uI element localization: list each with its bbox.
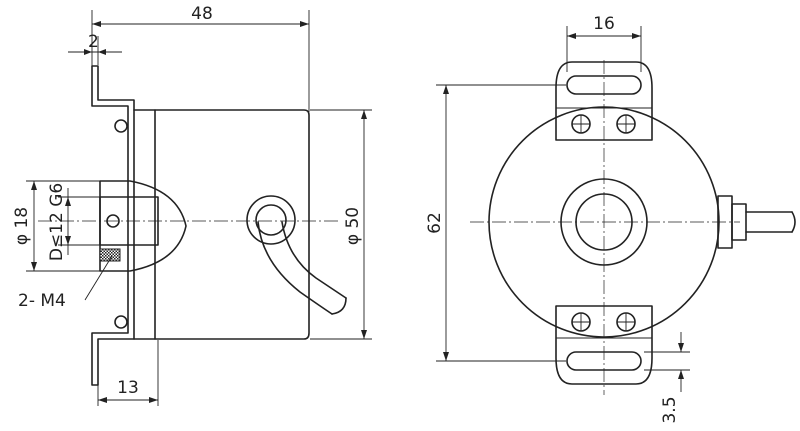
mounting-flange bbox=[91, 65, 135, 386]
front-cable bbox=[717, 195, 796, 249]
dim-offset-label: 13 bbox=[117, 378, 139, 398]
thread-callout: 2- M4 bbox=[18, 255, 113, 311]
front-view: 16 62 3.5 bbox=[425, 14, 796, 424]
dim-bore-label: D≤12 G6 bbox=[47, 183, 67, 261]
bottom-screw-right-icon bbox=[616, 312, 636, 332]
dim-length-label: 48 bbox=[191, 4, 213, 24]
dim-height-label: 62 bbox=[425, 212, 445, 234]
cable-gland bbox=[246, 195, 347, 315]
dim-height-62: 62 bbox=[425, 84, 566, 362]
dim-flange-2: 2 bbox=[68, 32, 122, 65]
dim-body-dia-label: φ 50 bbox=[343, 207, 363, 245]
top-clamp bbox=[555, 61, 653, 141]
dim-hub-dia-18: φ 18 bbox=[12, 180, 100, 272]
dim-length-48: 48 bbox=[91, 4, 310, 112]
dim-slot-width-16: 16 bbox=[566, 14, 642, 72]
bottom-screw-left-icon bbox=[571, 312, 591, 332]
dim-body-dia-50: φ 50 bbox=[310, 109, 372, 340]
dim-offset-13: 13 bbox=[97, 340, 159, 406]
thread-callout-label: 2- M4 bbox=[18, 291, 66, 311]
encoder-body bbox=[133, 109, 310, 340]
dim-bore: D≤12 G6 bbox=[47, 183, 100, 261]
flange-hole-top bbox=[114, 119, 128, 133]
hub-section bbox=[99, 180, 187, 272]
dim-hub-dia-label: φ 18 bbox=[12, 207, 32, 245]
top-screw-right-icon bbox=[616, 114, 636, 134]
dim-gap-3-5: 3.5 bbox=[644, 332, 690, 424]
bottom-clamp bbox=[555, 305, 653, 385]
dim-slot-width-label: 16 bbox=[593, 14, 615, 34]
dim-gap-label: 3.5 bbox=[660, 396, 680, 423]
dim-flange-label: 2 bbox=[88, 32, 99, 52]
side-view: 48 2 bbox=[12, 4, 372, 406]
flange-hole-bottom bbox=[114, 315, 128, 329]
top-screw-left-icon bbox=[571, 114, 591, 134]
